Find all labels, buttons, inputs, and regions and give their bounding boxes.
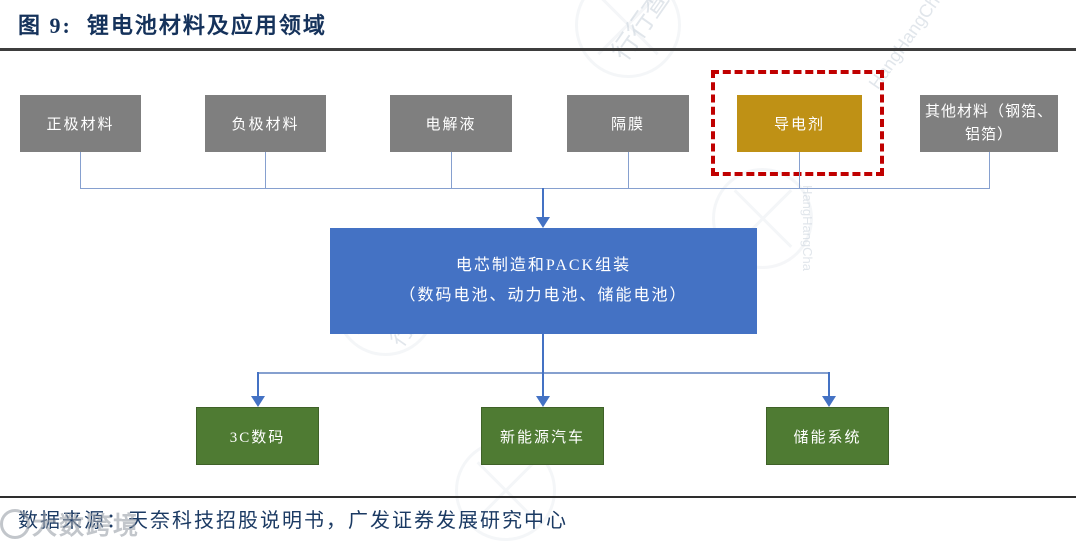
footer-divider xyxy=(0,496,1076,498)
material-label: 隔膜 xyxy=(610,117,645,133)
watermark-text-en: HangHangCha xyxy=(800,185,815,272)
connector-line xyxy=(989,152,990,188)
data-source-text: 数据来源：天奈科技招股说明书，广发证券发展研究中心 xyxy=(18,510,568,532)
connector-line xyxy=(828,372,830,398)
connector-line xyxy=(542,334,544,372)
material-label: 负极材料 xyxy=(231,117,300,133)
material-box-conductive-agent: 导电剂 xyxy=(737,95,862,152)
material-box-electrolyte: 电解液 xyxy=(390,95,512,152)
figure-title: 图 9: 锂电池材料及应用领域 xyxy=(18,13,327,38)
corner-watermark-text: 大数跨境 xyxy=(32,513,141,540)
material-label: 其他材料（钢箔、铝箔） xyxy=(924,104,1053,143)
connector-line xyxy=(799,152,800,188)
material-box-separator: 隔膜 xyxy=(567,95,689,152)
corner-watermark: 大数跨境 xyxy=(0,506,140,542)
connector-line xyxy=(265,152,266,188)
assembly-line1: 电芯制造和PACK组装 xyxy=(455,256,632,274)
arrow-down-icon xyxy=(822,396,836,407)
material-box-other: 其他材料（钢箔、铝箔） xyxy=(920,95,1058,152)
material-label: 导电剂 xyxy=(773,117,825,133)
connector-line xyxy=(257,372,259,398)
application-label: 3C数码 xyxy=(229,429,286,446)
connector-line xyxy=(80,188,990,189)
arrow-down-icon xyxy=(536,396,550,407)
material-box-anode: 负极材料 xyxy=(205,95,326,152)
connector-line xyxy=(451,152,452,188)
connector-line xyxy=(542,188,544,218)
title-divider xyxy=(0,48,1076,51)
connector-line xyxy=(542,372,544,398)
application-box-3c: 3C数码 xyxy=(196,407,319,465)
arrow-down-icon xyxy=(536,217,550,228)
application-box-storage: 储能系统 xyxy=(766,407,889,465)
watermark-logo xyxy=(712,168,813,269)
corner-watermark-logo-icon xyxy=(0,509,30,539)
material-label: 正极材料 xyxy=(46,117,115,133)
application-box-ev: 新能源汽车 xyxy=(481,407,604,465)
material-box-cathode: 正极材料 xyxy=(20,95,141,152)
highlight-dashed-frame xyxy=(711,70,884,176)
material-label: 电解液 xyxy=(425,117,477,133)
connector-line xyxy=(80,152,81,188)
application-label: 储能系统 xyxy=(793,429,862,446)
application-label: 新能源汽车 xyxy=(499,429,585,446)
connector-line xyxy=(628,152,629,188)
assembly-line2: （数码电池、动力电池、储能电池） xyxy=(399,287,688,304)
assembly-box: 电芯制造和PACK组装 （数码电池、动力电池、储能电池） xyxy=(330,228,757,334)
connector-line xyxy=(258,372,830,374)
arrow-down-icon xyxy=(251,396,265,407)
